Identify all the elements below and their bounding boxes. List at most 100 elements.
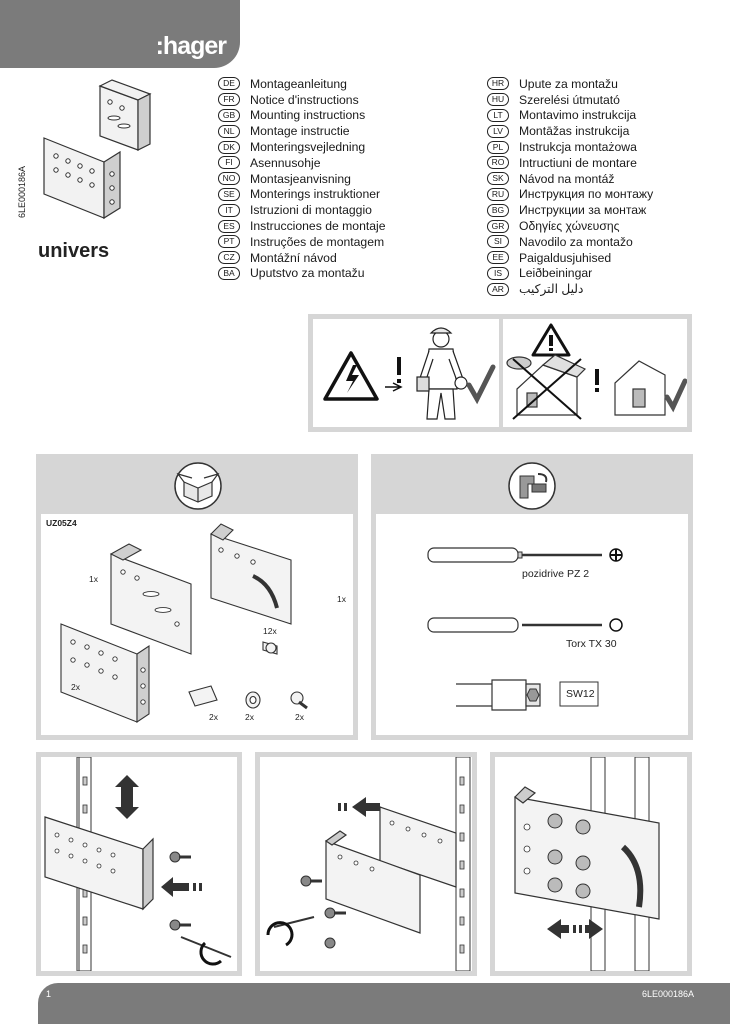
list-item: GR Οδηγίες χώνευσης [487,218,653,234]
insert-arrow [338,797,380,817]
language-code-badge: IT [218,203,240,217]
language-label: Istruzioni di montaggio [250,203,372,218]
step-1-area [41,756,237,972]
language-label: Monterings instruktioner [250,187,381,202]
plate-quantity: 2x [71,682,80,692]
language-code-badge: NO [218,172,240,186]
tools-icon [508,462,556,510]
wrench-size-label: SW12 [566,688,595,700]
screw-part [300,875,346,949]
language-code-badge: PT [218,235,240,249]
qualified-electrician-box [313,319,499,427]
language-label: Инструкция по монтажу [519,187,654,202]
language-label: Инструкции за монтаж [519,203,647,218]
language-label: Οδηγίες χώνευσης [519,219,620,234]
screw-heads [547,813,591,899]
language-code-badge: EE [487,251,509,265]
screwdriver-icon [273,916,315,928]
language-label: Montážní návod [250,250,337,265]
insert-arrow [161,877,202,897]
exclamation-icon [397,357,401,383]
step-1-panel [36,752,242,976]
sw12-label-box [559,681,599,707]
torx-label: Torx TX 30 [566,638,617,650]
footer-bar: 1 6LE000186A [38,983,730,1024]
washer-quantity: 2x [245,712,254,722]
language-code-badge: RO [487,156,509,170]
language-code-badge: HR [487,77,509,91]
screw-quantity: 12x [263,626,277,636]
language-code-badge: IS [487,266,509,280]
step-1-illustration [44,756,232,972]
step-2-illustration [266,756,471,972]
language-code-badge: FR [218,93,240,107]
language-code-badge: CZ [218,251,240,265]
language-code-badge: NL [218,124,240,138]
list-item: CZ Montážní návod [218,250,386,266]
list-item: EE Paigaldusjuhised [487,250,653,266]
electric-hazard-icon [323,351,379,401]
language-label: Asennusohje [250,155,321,170]
bracket-part [324,806,457,934]
checkmark-icon [466,364,496,405]
language-code-badge: RU [487,187,509,201]
language-code-badge: DK [218,140,240,154]
parts-illustration [60,523,308,724]
indoor-use-illustration [506,323,688,420]
pozidrive-screwdriver [427,547,623,563]
package-contents-panel: UZ05Z4 [36,454,358,740]
brand-header: :hager [0,0,240,68]
language-label: Szerelési útmutató [519,92,620,107]
language-label: Montage instructie [250,124,350,139]
language-code-badge: BG [487,203,509,217]
footer-document-code: 6LE000186A [641,989,694,999]
language-label: Montāžas instrukcija [519,124,630,139]
rotate-arrow-icon [266,921,294,947]
language-code-badge: GR [487,219,509,233]
list-item: BG Инструкции за монтаж [487,202,653,218]
language-code-badge: SI [487,235,509,249]
list-item: RU Инструкция по монтажу [487,187,653,203]
hex-icon [526,688,540,702]
pozidrive-label: pozidrive PZ 2 [522,568,590,580]
plate-part [44,816,154,911]
list-item: PT Instruções de montagem [218,234,386,250]
language-code-badge: LV [487,124,509,138]
tools-area: pozidrive PZ 2 Torx TX 30 SW12 [376,514,688,735]
language-label: Instrukcja montażowa [519,140,637,155]
list-item: RO Intructiuni de montare [487,155,653,171]
pointing-hand-icon [385,382,403,392]
language-label: Instruções de montagem [250,234,385,249]
cross-out-icon [512,358,582,420]
horizontal-double-arrow [547,919,603,939]
rotate-arrow-icon [199,941,222,966]
language-label: Notice d'instructions [250,92,359,107]
step-2-area [260,756,472,972]
vertical-double-arrow [115,775,139,819]
language-code-badge: GB [218,108,240,122]
list-item: IT Istruzioni di montaggio [218,202,386,218]
language-code-badge: PL [487,140,509,154]
language-label: Montavimo instrukcija [519,108,637,123]
torx-tip-icon [609,618,623,632]
language-label: Intructiuni de montare [519,155,637,170]
nut-quantity: 2x [209,712,218,722]
nut-part [188,685,218,707]
part-reference: UZ05Z4 [46,518,77,528]
list-item: DK Monteringsvejledning [218,139,386,155]
list-item: PL Instrukcja montażowa [487,139,653,155]
language-code-badge: AR [487,282,509,296]
language-label: Paigaldusjuhised [519,250,612,265]
language-label: Monteringsvejledning [250,140,366,155]
